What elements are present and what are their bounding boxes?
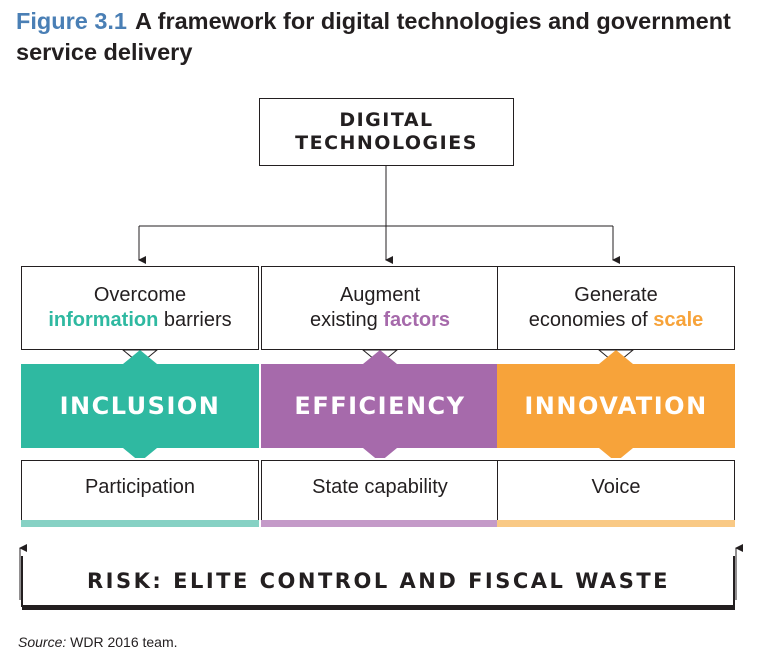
mechanism-line2: economies of scale — [498, 308, 734, 333]
band-label: INCLUSION — [59, 392, 221, 420]
mechanism-prefix: economies of — [528, 309, 654, 331]
outcome-label: Voice — [591, 475, 641, 498]
mechanism-line2: information barriers — [22, 308, 258, 333]
mechanism-line1: Generate — [574, 284, 658, 306]
figure-label: Figure 3.1 — [16, 8, 128, 34]
outcome-accent-bar — [261, 520, 499, 527]
band-label: INNOVATION — [524, 392, 708, 420]
mechanism-line2: existing factors — [262, 308, 498, 333]
mechanism-highlight: information — [48, 309, 159, 331]
outcome-accent-bar — [21, 520, 259, 527]
band-shape — [261, 350, 499, 458]
risk-bar: RISK: ELITE CONTROL AND FISCAL WASTE — [22, 552, 735, 610]
source-text: WDR 2016 team. — [66, 634, 178, 650]
risk-label: RISK: ELITE CONTROL AND FISCAL WASTE — [87, 569, 670, 593]
outcome-label: Participation — [84, 475, 196, 498]
mechanism-rest: barriers — [158, 309, 232, 331]
mechanism-highlight: scale — [653, 309, 704, 331]
band-innovation: INNOVATION — [497, 364, 735, 448]
top-box-line1: DIGITAL — [339, 109, 434, 131]
mechanism-box: Overcome information barriers — [21, 266, 259, 350]
source-note: Source: WDR 2016 team. — [18, 634, 178, 650]
outcome-box: State capability — [261, 460, 499, 524]
outcome-box: Participation — [21, 460, 259, 524]
top-box-line2: TECHNOLOGIES — [295, 132, 478, 154]
mechanism-box: Generate economies of scale — [497, 266, 735, 350]
digital-technologies-box: DIGITAL TECHNOLOGIES — [259, 98, 514, 166]
band-label: EFFICIENCY — [294, 392, 466, 420]
mechanism-prefix: existing — [309, 309, 384, 331]
mechanism-line1: Augment — [339, 284, 421, 306]
figure-title-text: A framework for digital technologies and… — [16, 8, 731, 65]
outcome-accent-bar — [497, 520, 735, 527]
mechanism-line1: Overcome — [93, 284, 187, 306]
source-label: Source: — [18, 634, 67, 650]
band-shape — [21, 350, 259, 458]
outcome-label: State capability — [312, 475, 448, 498]
mechanism-box: Augment existing factors — [261, 266, 499, 350]
risk-bar-shadow — [22, 606, 735, 610]
band-shape — [497, 350, 735, 458]
outcome-box: Voice — [497, 460, 735, 524]
mechanism-highlight: factors — [383, 309, 451, 331]
band-efficiency: EFFICIENCY — [261, 364, 499, 448]
band-inclusion: INCLUSION — [21, 364, 259, 448]
